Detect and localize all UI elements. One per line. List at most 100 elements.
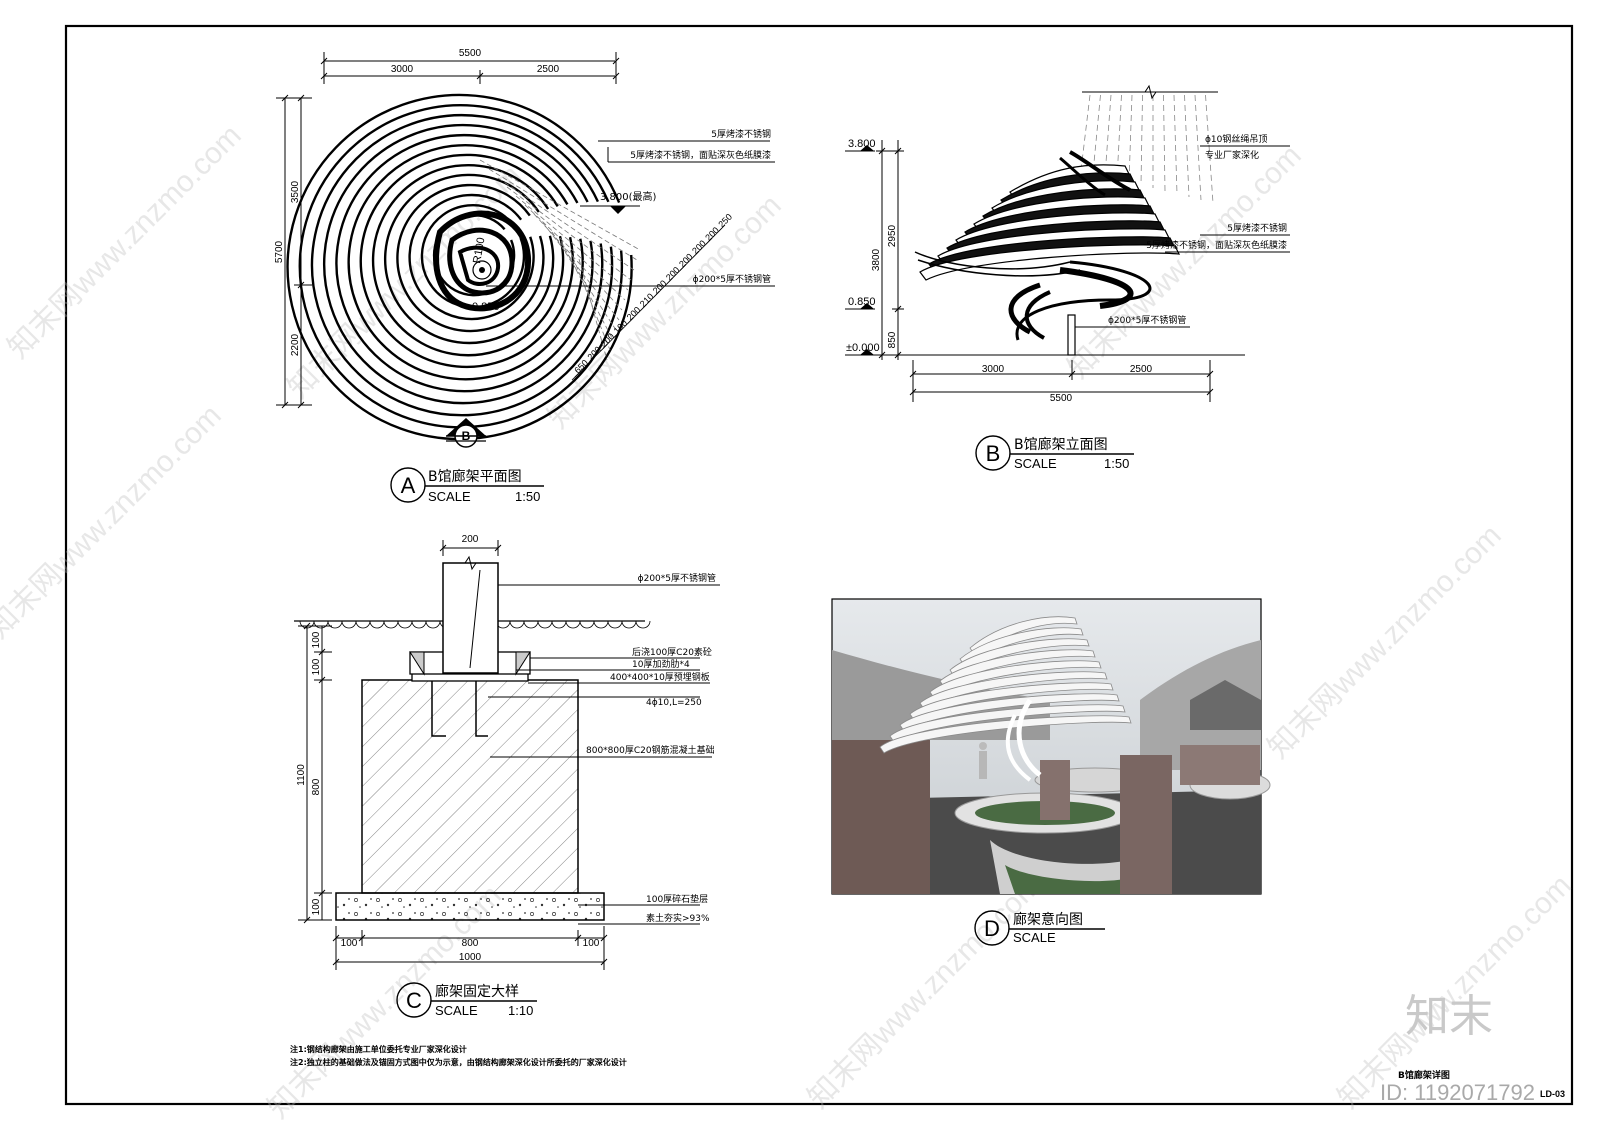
spiral-ring [371, 164, 565, 357]
stiffener-rib [409, 651, 425, 676]
spacing-tick [640, 304, 647, 311]
spiral-ring [359, 153, 574, 369]
label-pipe: ϕ200*5厚不锈钢管 [638, 572, 716, 584]
render-marker-circle [974, 910, 1010, 946]
spiral-ring [310, 114, 614, 417]
dim-v-upper: 2950 [887, 224, 898, 247]
elevation-scale-label: SCALE [1014, 456, 1057, 471]
cable-line [1140, 94, 1143, 186]
detail-marker-circle [396, 982, 432, 1018]
label-grout: 后浇100厚C20素砼 [632, 646, 712, 658]
render-spiral-stem [1005, 714, 1032, 782]
elevation-leaders [1075, 145, 1290, 328]
label-cushion: 100厚碎石垫层 [646, 893, 708, 905]
level-ground: ±0.000 [846, 342, 880, 354]
cable-line [1184, 94, 1190, 198]
label-steel-1: 5厚烤漆不锈钢 [711, 128, 771, 140]
plan-scale: 1:50 [515, 489, 540, 504]
detail-title: 廊架固定大样 [435, 983, 519, 1000]
hanging-cables [1080, 94, 1214, 204]
watermark-text: 知末网www.znzmo.com [2, 119, 248, 365]
watermark-layer: 知末网www.znzmo.com 知末网www.znzmo.com 知末网www… [0, 119, 1578, 1125]
render-scale-label: SCALE [1013, 930, 1056, 945]
leader-dash [479, 159, 641, 251]
label-pipe: ϕ200*5厚不锈钢管 [693, 273, 771, 285]
cable-line [1092, 94, 1101, 174]
watermark-text: 知末网www.znzmo.com [0, 399, 228, 645]
watermark-text: 知末网www.znzmo.com [542, 189, 788, 435]
spiral-rings [286, 93, 633, 441]
spiral-lower-twist [914, 251, 1152, 341]
render-person-body [979, 751, 987, 779]
plan-leader-dashes [479, 159, 641, 361]
plan-top-dimension [320, 52, 620, 84]
label-steel-2: 5厚烤漆不锈钢，面贴深灰色纸膜漆 [1146, 239, 1287, 251]
level-top-icon [860, 145, 874, 151]
note-1: 注1:钢结构廊架由施工单位委托专业厂家深化设计 [290, 1044, 467, 1054]
render-lawn-front [1005, 865, 1130, 894]
dim-v-lower: 850 [887, 331, 898, 348]
anchor-bolt [475, 681, 488, 737]
spacing-tick [600, 344, 608, 351]
dim-height-1: 3500 [290, 180, 301, 203]
render-ribbon [919, 671, 1108, 710]
render-spiral-ribbons [879, 616, 1132, 754]
render-title: 廊架意向图 [1013, 911, 1083, 928]
section-marker-b: B [446, 418, 486, 448]
gravel-cushion [335, 892, 605, 921]
render-ribbon [899, 693, 1120, 732]
leader-dash [515, 195, 629, 291]
stiffener-rib [515, 651, 531, 676]
render-mountain [1190, 680, 1261, 730]
spiral-ring [347, 144, 584, 381]
dim-top-width: 200 [462, 534, 479, 545]
label-rib: 10厚加劲肋*4 [632, 658, 690, 670]
dim-total-width: 5500 [459, 48, 482, 59]
plan-marker-circle [390, 467, 426, 503]
render-ribbon [879, 715, 1132, 754]
sheet-number: LD-03 [1540, 1089, 1565, 1099]
leader-dash [497, 177, 635, 271]
spacing-tick [679, 264, 686, 272]
elevation-view: 3.800 0.850 ±0.000 3800 2950 850 ϕ10钢丝绳吊… [845, 84, 1290, 471]
elevation-title: B馆廊架立面图 [1014, 436, 1108, 453]
render-column [1120, 755, 1172, 894]
spiral-ring [286, 93, 633, 441]
plan-leaders [486, 140, 775, 287]
spiral-ring [323, 123, 604, 405]
ribbon-tip [1069, 150, 1131, 192]
plan-title: B馆廊架平面图 [428, 468, 522, 485]
steel-pipe [442, 562, 499, 674]
spiral-ribbons [919, 150, 1181, 281]
leader-dash [524, 204, 626, 301]
label-steel-2: 5厚烤漆不锈钢，面贴深灰色纸膜漆 [630, 149, 771, 161]
elevation-marker: B [986, 441, 1001, 466]
leader-dash [551, 231, 617, 331]
dim-block: 800 [311, 778, 322, 795]
render-marker: D [984, 916, 1000, 941]
spiral-ring [335, 133, 594, 393]
detail-marker: C [406, 988, 422, 1013]
label-radius: R100 [471, 237, 487, 265]
dim-b3: 100 [583, 938, 600, 949]
sheet-border [64, 24, 1574, 1106]
spacing-tick [692, 251, 700, 258]
label-bolt: 4ϕ10,L=250 [646, 698, 702, 708]
render-panel-right [1180, 745, 1260, 785]
spiral-ring [383, 173, 555, 345]
dim-v-total: 3800 [871, 248, 882, 271]
elevation-bottom-dimension [909, 360, 1214, 402]
dim-w1: 3000 [982, 364, 1005, 375]
detail-scale-label: SCALE [435, 1003, 478, 1018]
anchor-bolt [431, 681, 446, 737]
spacing-tick [718, 224, 726, 232]
cable-line [1194, 94, 1202, 201]
level-marker-icon [610, 206, 626, 214]
detail-left-dimension [298, 622, 332, 924]
spacing-tick [666, 277, 673, 285]
label-cable-2: 专业厂家深化 [1205, 149, 1259, 161]
dim-b-total: 1000 [459, 952, 482, 963]
dim-base: 100 [311, 898, 322, 915]
detail-top-dimension [439, 540, 502, 556]
